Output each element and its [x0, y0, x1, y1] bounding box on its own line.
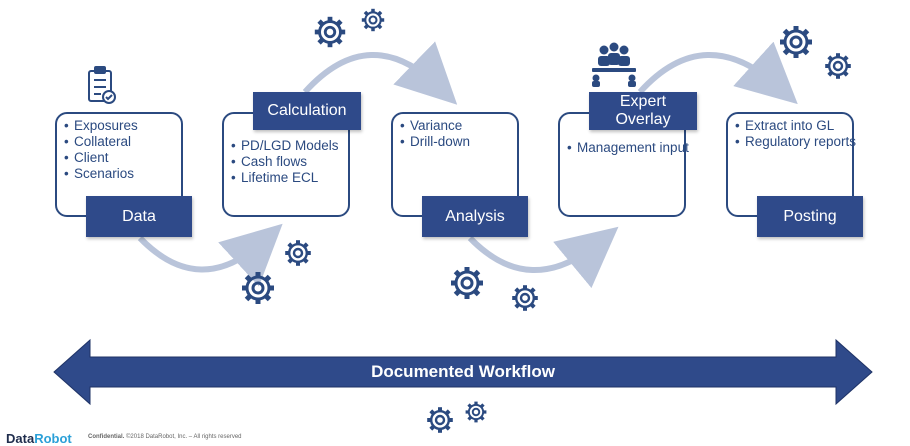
- list-item: PD/LGD Models: [231, 138, 356, 154]
- gears-icon: [780, 26, 812, 58]
- gears-icon: [360, 7, 386, 33]
- list-item: Cash flows: [231, 154, 356, 170]
- gears-icon: [315, 17, 345, 47]
- list-item: Management input: [567, 140, 692, 156]
- clipboard-icon: [88, 66, 116, 104]
- list-item: Drill-down: [400, 134, 470, 150]
- footer-brand: DataRobot: [6, 431, 72, 446]
- list-item: Exposures: [64, 118, 138, 134]
- confidential-label: Confidential.: [88, 434, 125, 440]
- gears-icon: [463, 399, 489, 425]
- stage-items-analysis: Variance Drill-down: [396, 118, 470, 150]
- gears-icon: [285, 240, 311, 266]
- list-item: Variance: [400, 118, 470, 134]
- connector-arrow-2: [302, 41, 458, 105]
- brand-logo: DataRobot: [6, 431, 72, 446]
- connector-arrow-3: [467, 226, 619, 289]
- brand-part-2: Robot: [34, 431, 72, 446]
- connector-arrow-4: [637, 41, 798, 105]
- workflow-label: Documented Workflow: [371, 362, 555, 381]
- list-item: Regulatory reports: [735, 134, 863, 150]
- list-item: Collateral: [64, 134, 138, 150]
- gears-icon: [242, 272, 274, 304]
- gears-icon: [427, 407, 453, 433]
- stage-label-data: Data: [86, 196, 192, 237]
- list-item: Extract into GL: [735, 118, 863, 134]
- stage-label-analysis: Analysis: [422, 196, 528, 237]
- list-item: Client: [64, 150, 138, 166]
- gears-icon: [825, 53, 851, 79]
- footer-copyright: Confidential. ©2018 DataRobot, Inc. – Al…: [88, 434, 242, 440]
- list-item: Scenarios: [64, 166, 138, 182]
- copyright-text: ©2018 DataRobot, Inc. – All rights reser…: [126, 434, 242, 440]
- stage-items-posting: Extract into GL Regulatory reports: [731, 118, 863, 150]
- stage-items-expert-overlay: Management input: [563, 140, 692, 156]
- connector-arrow-1: [137, 223, 283, 287]
- workflow-arrow: [53, 338, 873, 406]
- brand-part-1: Data: [6, 431, 35, 446]
- meeting-icon: [592, 42, 636, 87]
- list-item: Lifetime ECL: [231, 170, 356, 186]
- stage-items-calculation: PD/LGD Models Cash flows Lifetime ECL: [227, 138, 356, 186]
- stage-label-expert-overlay: Expert Overlay: [589, 92, 697, 130]
- gears-icon: [512, 285, 538, 311]
- stage-label-calculation: Calculation: [253, 92, 361, 130]
- stage-items-data: Exposures Collateral Client Scenarios: [60, 118, 138, 182]
- stage-label-posting: Posting: [757, 196, 863, 237]
- gears-icon: [451, 267, 483, 299]
